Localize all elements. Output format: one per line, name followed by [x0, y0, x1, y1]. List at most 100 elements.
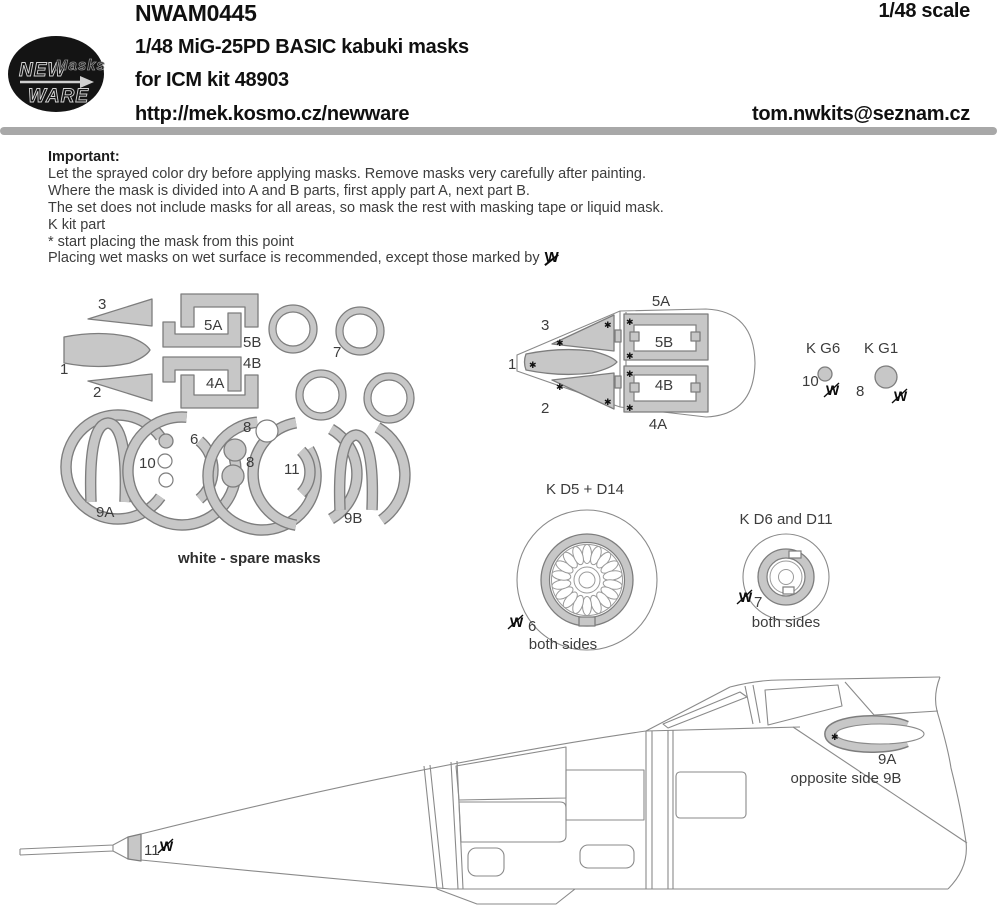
instructions-line: K kit part: [48, 216, 106, 233]
instructions-wet-line: Placing wet masks on wet surface is reco…: [48, 249, 559, 267]
wing-root-line: [792, 726, 968, 844]
mask-shape-5b: [162, 312, 242, 348]
nose-label-1: 1: [508, 356, 516, 373]
start-star-icon: ✱: [626, 403, 634, 413]
arc-mask-8: [203, 417, 321, 535]
spare-masks-caption: white - spare masks: [177, 550, 321, 567]
email-address: tom.nwkits@seznam.cz: [751, 103, 970, 125]
arc-mask-9a-ring: [61, 410, 165, 524]
wheel-spokes: [551, 544, 623, 616]
label-2: 2: [93, 384, 101, 401]
start-star-icon: ✱: [556, 382, 564, 392]
rim-tab: [788, 550, 802, 559]
label-4b: 4B: [243, 355, 261, 372]
dot-mask-spare: [157, 453, 173, 469]
nose-panel-lines: [423, 760, 464, 890]
label-1: 1: [60, 361, 68, 378]
windscreen-glass: [662, 691, 748, 729]
rim-tab: [782, 586, 795, 595]
spine-line: [779, 676, 941, 681]
windscreen-edge: [645, 686, 731, 732]
profile-mask-9a-ring: [825, 716, 909, 752]
start-star-icon: ✱: [604, 397, 612, 407]
arc-masks: [60, 409, 411, 536]
blister-outline: [835, 723, 925, 745]
label-8: 8: [243, 419, 251, 436]
ventral-intake: [436, 888, 576, 905]
mask-shape-4a: [180, 374, 259, 409]
instructions-heading: Important:: [48, 149, 120, 165]
label-5a: 5A: [204, 317, 222, 334]
ring-masks-7: [268, 304, 415, 424]
valve-tab: [578, 616, 596, 627]
main-wheel-diagram: K D6 and D11 W 7 both sides: [736, 511, 833, 631]
label-11: 11: [284, 461, 300, 478]
nose-window-4b: [633, 374, 697, 402]
label-8: 8: [246, 454, 254, 471]
profile-label-11: 11: [144, 842, 160, 859]
kit-g1-label: K G1: [864, 340, 898, 357]
instructions-line: Let the sprayed color dry before applyin…: [48, 165, 646, 182]
label-4a: 4A: [206, 375, 224, 392]
sill-line: [645, 726, 801, 732]
hatch-a: [467, 847, 505, 877]
wet-symbol: W: [544, 249, 559, 267]
label-6: 6: [190, 431, 198, 448]
wheel-front-number: 6: [528, 618, 536, 635]
crescent-mask-11: [297, 447, 315, 497]
canopy-top: [729, 679, 781, 688]
wheel-main-number: 7: [754, 594, 762, 611]
fuselage-bottom-line: [140, 859, 948, 890]
product-title: 1/48 MiG-25PD BASIC kabuki masks: [135, 36, 469, 58]
kit-part-dots: K G6 10 W K G1 8 W: [802, 340, 908, 404]
profile-mask-11: [127, 833, 142, 862]
intake-frame-lines: [645, 730, 674, 889]
label-9a: 9A: [96, 504, 114, 521]
pitot-tube: [19, 836, 129, 860]
aircraft-profile-diagram: ✱ 11 W 9A opposite side 9B: [19, 676, 968, 905]
canopy-rear-frame: [844, 681, 875, 716]
mask-shape-1: [63, 332, 151, 368]
mask-shape-3: [87, 298, 153, 327]
label-3: 3: [98, 296, 106, 313]
panel-d: [675, 771, 747, 819]
divider: [0, 127, 997, 135]
start-star-icon: ✱: [626, 369, 634, 379]
fuselage-top-line: [140, 730, 647, 835]
dot-mask-8: [223, 438, 247, 462]
panel-c: [565, 769, 645, 821]
dot-mask-spare: [158, 472, 174, 488]
start-star-icon: ✱: [529, 360, 537, 370]
nose-label-2: 2: [541, 400, 549, 417]
logo-ellipse: [8, 36, 104, 112]
nose-mask-3: [551, 314, 615, 352]
start-star-icon: ✱: [626, 317, 634, 327]
label-9b: 9B: [344, 510, 362, 527]
nose-label-5a: 5A: [652, 293, 670, 310]
panel-a: [455, 746, 567, 801]
label-10: 10: [139, 455, 156, 472]
dot-mask-8: [221, 464, 245, 488]
dot-mask-10: [158, 433, 174, 449]
arch-mask-9b: [335, 430, 377, 511]
profile-opposite-note: opposite side 9B: [791, 770, 902, 787]
scale-label: 1/48 scale: [878, 0, 970, 22]
arc-mask-9b-ring: [375, 423, 410, 524]
dot-masks: [157, 419, 279, 488]
dot-mask-g6: [817, 366, 833, 382]
logo-word-ware: WARE: [28, 86, 89, 107]
panel-b: [458, 801, 567, 843]
wheel-front-note: both sides: [529, 636, 597, 653]
dot-mask-8-spare: [255, 419, 279, 443]
nose-window-5b: [633, 324, 697, 352]
label-7: 7: [333, 344, 341, 361]
instructions-block: Important: Let the sprayed color dry bef…: [48, 149, 808, 267]
wheel-main-note: both sides: [752, 614, 820, 631]
newware-logo: NEW Masks WARE: [8, 36, 105, 112]
mask-shape-4b: [162, 356, 242, 392]
start-star-icon: ✱: [604, 320, 612, 330]
logo-word-new: NEW: [19, 60, 67, 81]
arc-mask-11-right: [328, 425, 362, 523]
rear-deck-line: [873, 710, 939, 716]
